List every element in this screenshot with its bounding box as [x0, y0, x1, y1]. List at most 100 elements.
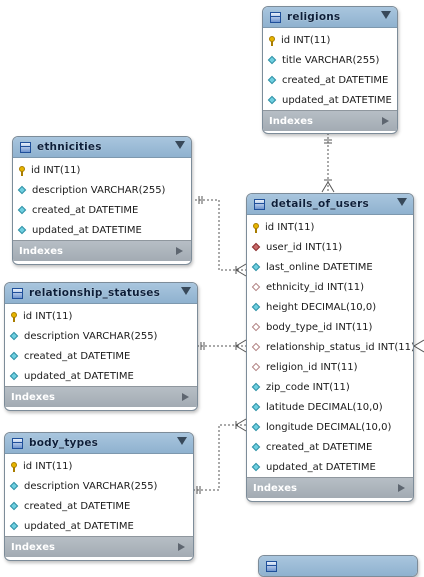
- column-label: created_at DATETIME: [24, 500, 131, 512]
- table-offscreen-partial[interactable]: [258, 555, 418, 577]
- indexes-section[interactable]: Indexes: [247, 477, 413, 498]
- column-label: description VARCHAR(255): [24, 480, 158, 492]
- indexes-label: Indexes: [253, 482, 297, 494]
- expand-arrow-icon[interactable]: [182, 393, 189, 401]
- column-row[interactable]: updated_at DATETIME: [5, 366, 197, 386]
- column-row[interactable]: title VARCHAR(255): [263, 50, 397, 70]
- collapse-arrow-icon[interactable]: [177, 437, 187, 445]
- column-label: id INT(11): [23, 460, 73, 472]
- column-row[interactable]: height DECIMAL(10,0): [247, 297, 413, 317]
- column-diamond-icon: [252, 463, 261, 472]
- collapse-arrow-icon[interactable]: [181, 287, 191, 295]
- collapse-arrow-icon[interactable]: [397, 198, 407, 206]
- column-label: created_at DATETIME: [266, 441, 373, 453]
- column-row[interactable]: id INT(11): [5, 456, 193, 476]
- table-header[interactable]: body_types: [5, 433, 193, 454]
- column-diamond-icon: [268, 56, 277, 65]
- column-label: last_online DATETIME: [266, 261, 373, 273]
- column-row[interactable]: created_at DATETIME: [13, 200, 191, 220]
- expand-arrow-icon[interactable]: [176, 247, 183, 255]
- column-diamond-icon: [252, 423, 261, 432]
- connector-details-offscreen: [413, 339, 424, 353]
- indexes-section[interactable]: Indexes: [13, 240, 191, 261]
- table-icon: [266, 560, 277, 572]
- column-row[interactable]: religion_id INT(11): [247, 357, 413, 377]
- column-diamond-icon: [252, 383, 261, 392]
- column-label: updated_at DATETIME: [266, 461, 376, 473]
- nullable-fk-icon: [252, 343, 261, 352]
- column-label: created_at DATETIME: [282, 74, 389, 86]
- indexes-label: Indexes: [11, 391, 55, 403]
- column-row[interactable]: updated_at DATETIME: [5, 516, 193, 536]
- column-row[interactable]: updated_at DATETIME: [263, 90, 397, 110]
- table-title: body_types: [29, 437, 99, 449]
- column-row[interactable]: body_type_id INT(11): [247, 317, 413, 337]
- table-header[interactable]: relationship_statuses: [5, 283, 197, 304]
- column-row[interactable]: description VARCHAR(255): [5, 476, 193, 496]
- column-label: body_type_id INT(11): [266, 321, 373, 333]
- expand-arrow-icon[interactable]: [178, 543, 185, 551]
- table-header[interactable]: details_of_users: [247, 194, 413, 215]
- column-row[interactable]: id INT(11): [247, 217, 413, 237]
- column-row[interactable]: updated_at DATETIME: [247, 457, 413, 477]
- table-body-types[interactable]: body_types id INT(11) description VARCHA…: [4, 432, 194, 561]
- column-row[interactable]: created_at DATETIME: [247, 437, 413, 457]
- column-diamond-icon: [252, 403, 261, 412]
- column-diamond-icon: [268, 76, 277, 85]
- column-diamond-icon: [10, 482, 19, 491]
- column-label: id INT(11): [265, 221, 315, 233]
- expand-arrow-icon[interactable]: [398, 484, 405, 492]
- expand-arrow-icon[interactable]: [382, 117, 389, 125]
- table-details-of-users[interactable]: details_of_users id INT(11) user_id INT(…: [246, 193, 414, 502]
- column-label: created_at DATETIME: [32, 204, 139, 216]
- table-icon: [254, 198, 265, 210]
- column-row[interactable]: ethnicity_id INT(11): [247, 277, 413, 297]
- column-label: ethnicity_id INT(11): [266, 281, 365, 293]
- table-header[interactable]: ethnicities: [13, 137, 191, 158]
- table-title: relationship_statuses: [29, 287, 161, 299]
- indexes-section[interactable]: Indexes: [5, 386, 197, 407]
- primary-key-icon: [252, 222, 260, 233]
- primary-key-icon: [268, 35, 276, 46]
- column-row[interactable]: description VARCHAR(255): [13, 180, 191, 200]
- column-label: title VARCHAR(255): [282, 54, 380, 66]
- indexes-section[interactable]: Indexes: [5, 536, 193, 557]
- column-row[interactable]: id INT(11): [5, 306, 197, 326]
- column-row[interactable]: id INT(11): [263, 30, 397, 50]
- column-row[interactable]: created_at DATETIME: [5, 346, 197, 366]
- indexes-section[interactable]: Indexes: [263, 110, 397, 131]
- column-label: relationship_status_id INT(11): [266, 341, 414, 353]
- column-diamond-icon: [10, 372, 19, 381]
- column-row[interactable]: created_at DATETIME: [263, 70, 397, 90]
- column-row[interactable]: last_online DATETIME: [247, 257, 413, 277]
- column-row[interactable]: id INT(11): [13, 160, 191, 180]
- table-relationship-statuses[interactable]: relationship_statuses id INT(11) descrip…: [4, 282, 198, 411]
- column-row[interactable]: updated_at DATETIME: [13, 220, 191, 240]
- connector-relationship-statuses-details: [197, 339, 247, 353]
- column-row[interactable]: relationship_status_id INT(11): [247, 337, 413, 357]
- collapse-arrow-icon[interactable]: [381, 11, 391, 19]
- column-label: user_id INT(11): [266, 241, 343, 253]
- indexes-label: Indexes: [11, 541, 55, 553]
- column-row[interactable]: description VARCHAR(255): [5, 326, 197, 346]
- relationship-connectors: [193, 133, 424, 494]
- column-row[interactable]: latitude DECIMAL(10,0): [247, 397, 413, 417]
- table-header[interactable]: [259, 556, 417, 576]
- connector-body-types-details: [193, 418, 247, 494]
- collapse-arrow-icon[interactable]: [175, 141, 185, 149]
- table-header[interactable]: religions: [263, 7, 397, 28]
- column-row[interactable]: created_at DATETIME: [5, 496, 193, 516]
- column-row[interactable]: longitude DECIMAL(10,0): [247, 417, 413, 437]
- column-label: updated_at DATETIME: [32, 224, 142, 236]
- column-label: id INT(11): [281, 34, 331, 46]
- column-diamond-icon: [252, 263, 261, 272]
- primary-key-icon: [10, 311, 18, 322]
- table-icon: [270, 11, 281, 23]
- column-row[interactable]: user_id INT(11): [247, 237, 413, 257]
- column-row[interactable]: zip_code INT(11): [247, 377, 413, 397]
- column-label: description VARCHAR(255): [32, 184, 166, 196]
- column-label: zip_code INT(11): [266, 381, 350, 393]
- table-religions[interactable]: religions id INT(11) title VARCHAR(255) …: [262, 6, 398, 134]
- table-ethnicities[interactable]: ethnicities id INT(11) description VARCH…: [12, 136, 192, 265]
- column-label: religion_id INT(11): [266, 361, 358, 373]
